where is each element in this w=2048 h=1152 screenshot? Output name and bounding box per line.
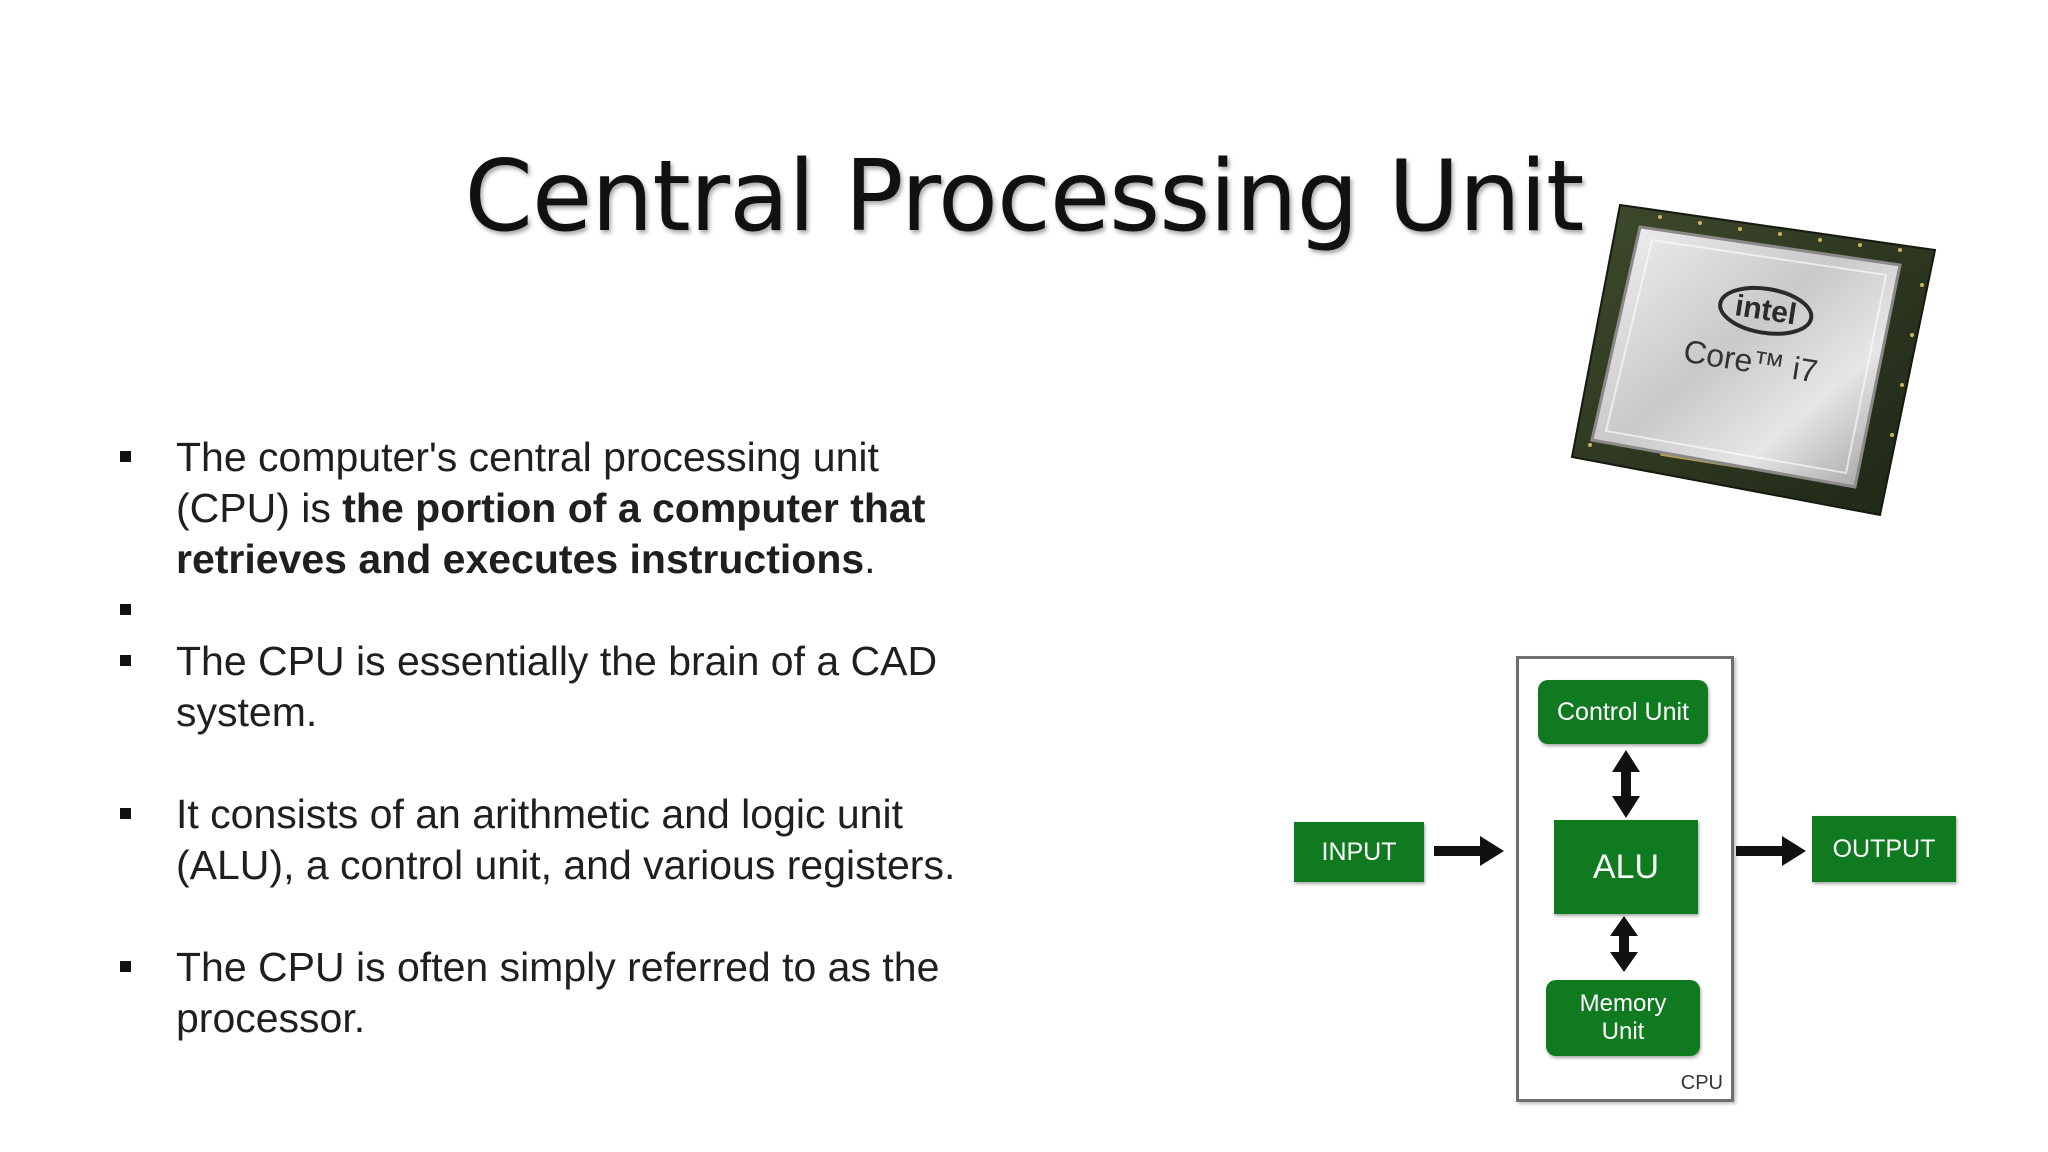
control-unit-box: Control Unit [1538, 680, 1708, 744]
bullet-list: The computer's central processing unit (… [118, 432, 978, 1044]
bullet-item: The CPU is often simply referred to as t… [118, 942, 978, 1044]
bullet-text-1b: the portion of a computer that retrieves… [176, 485, 926, 582]
bullet-item: It consists of an arithmetic and logic u… [118, 789, 978, 891]
output-box: OUTPUT [1812, 816, 1956, 882]
arrow-right-icon [1434, 836, 1504, 866]
cpu-chip-icon: intel Core™ i7 [1570, 203, 1937, 517]
bullet-text-1c: . [864, 536, 876, 582]
arrow-right-icon [1736, 836, 1806, 866]
square-bullet-icon [120, 604, 131, 615]
cpu-label: CPU [1680, 1072, 1723, 1094]
arrow-up-down-icon [1612, 750, 1640, 818]
alu-box: ALU [1554, 820, 1698, 914]
square-bullet-icon [120, 655, 131, 666]
slide-title: Central Processing Unit [464, 140, 1585, 254]
square-bullet-icon [120, 808, 131, 819]
bullet-text-1a: The computer's central processing unit (… [176, 434, 879, 531]
bullet-text-2: The CPU is essentially the brain of a CA… [176, 638, 938, 735]
bullet-item-empty [118, 585, 978, 636]
memory-unit-box: Memory Unit [1546, 980, 1700, 1056]
bullet-text-4: The CPU is often simply referred to as t… [176, 944, 940, 1041]
bullet-item: The CPU is essentially the brain of a CA… [118, 636, 978, 738]
square-bullet-icon [120, 961, 131, 972]
input-box: INPUT [1294, 822, 1424, 882]
cpu-block-diagram: CPU INPUT OUTPUT Control Unit ALU Memory… [1290, 650, 1970, 1110]
square-bullet-icon [120, 451, 131, 462]
cpu-chip-image: intel Core™ i7 [1550, 195, 1950, 535]
bullet-text-3: It consists of an arithmetic and logic u… [176, 791, 956, 888]
bullet-item: The computer's central processing unit (… [118, 432, 978, 585]
arrow-up-down-icon [1610, 916, 1638, 972]
diagram-arrows [1434, 750, 1806, 972]
